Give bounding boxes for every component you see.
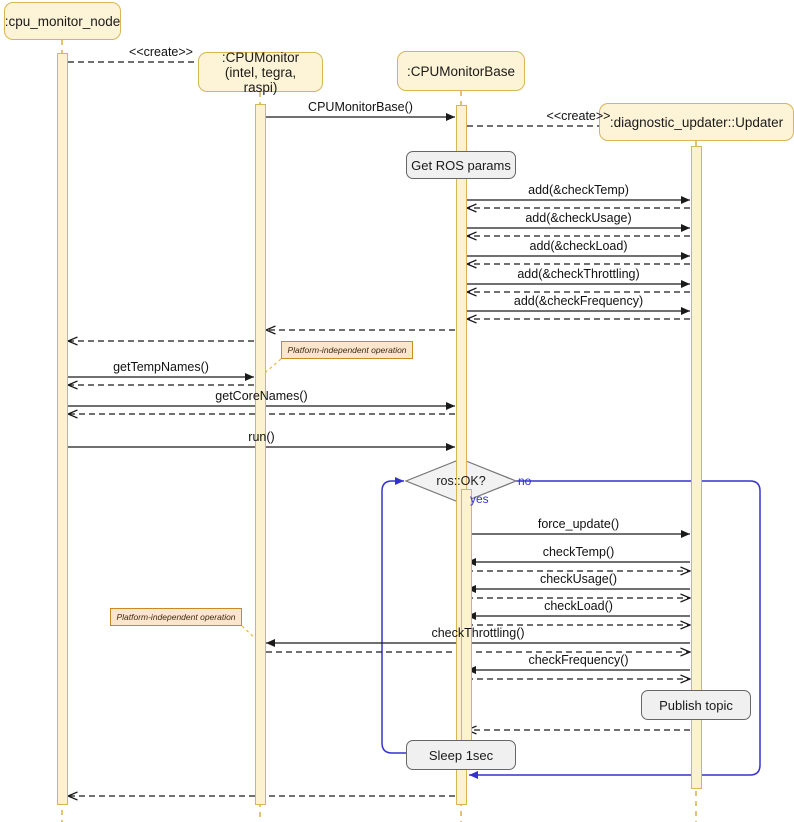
message-label-m28: checkThrottling() bbox=[431, 626, 525, 640]
activation-bar-cpu-monitor-node bbox=[56, 53, 68, 805]
note-platform-independent-operation-2: Platform-independent operation bbox=[110, 608, 242, 626]
note-platform-independent-operation-1: Platform-independent operation bbox=[281, 341, 413, 359]
participant-diagnostic-updater[interactable]: :diagnostic_updater::Updater bbox=[599, 103, 794, 141]
branch-label-yes: yes bbox=[470, 492, 489, 506]
message-label-m6: add(&checkUsage) bbox=[525, 211, 632, 225]
decision-ros-ok-label: ros::OK? bbox=[436, 474, 486, 488]
message-label-m8: add(&checkLoad) bbox=[529, 239, 628, 253]
action-box-sleep-1sec[interactable]: Sleep 1sec bbox=[406, 740, 516, 770]
message-label-m18: getCoreNames() bbox=[215, 389, 308, 403]
message-label-m24: checkUsage() bbox=[539, 572, 618, 586]
participant-cpu-monitor-node[interactable]: :cpu_monitor_node bbox=[4, 2, 121, 40]
message-label-m20: run() bbox=[248, 430, 275, 444]
branch-label-no: no bbox=[518, 474, 532, 488]
message-label-m26: checkLoad() bbox=[544, 599, 613, 613]
message-label-m22: checkTemp() bbox=[542, 545, 615, 559]
message-label-m4: add(&checkTemp) bbox=[528, 183, 629, 197]
message-label-m16: getTempNames() bbox=[113, 360, 209, 374]
message-label-m12: add(&checkFrequency) bbox=[513, 294, 644, 308]
participant-cpu-monitor[interactable]: :CPUMonitor (intel, tegra, raspi) bbox=[198, 50, 323, 95]
activation-bar-diagnostic-updater bbox=[690, 146, 702, 789]
message-label-m21: force_update() bbox=[537, 517, 620, 531]
activation-bar-cpu-monitor-base-loop bbox=[460, 489, 472, 760]
message-label-m3: <<create>> bbox=[546, 109, 611, 123]
message-label-m2: CPUMonitorBase() bbox=[308, 100, 413, 114]
participant-cpu-monitor-base[interactable]: :CPUMonitorBase bbox=[397, 51, 525, 91]
activation-bar-cpu-monitor bbox=[254, 104, 266, 805]
message-label-m1: <<create>> bbox=[129, 45, 193, 59]
action-box-get-ros-params[interactable]: Get ROS params bbox=[406, 151, 516, 179]
message-label-m10: add(&checkThrottling) bbox=[517, 267, 640, 281]
message-label-m30: checkFrequency() bbox=[528, 653, 629, 667]
action-box-publish-topic[interactable]: Publish topic bbox=[641, 690, 751, 720]
activation-bar-cpu-monitor-base bbox=[455, 105, 467, 805]
